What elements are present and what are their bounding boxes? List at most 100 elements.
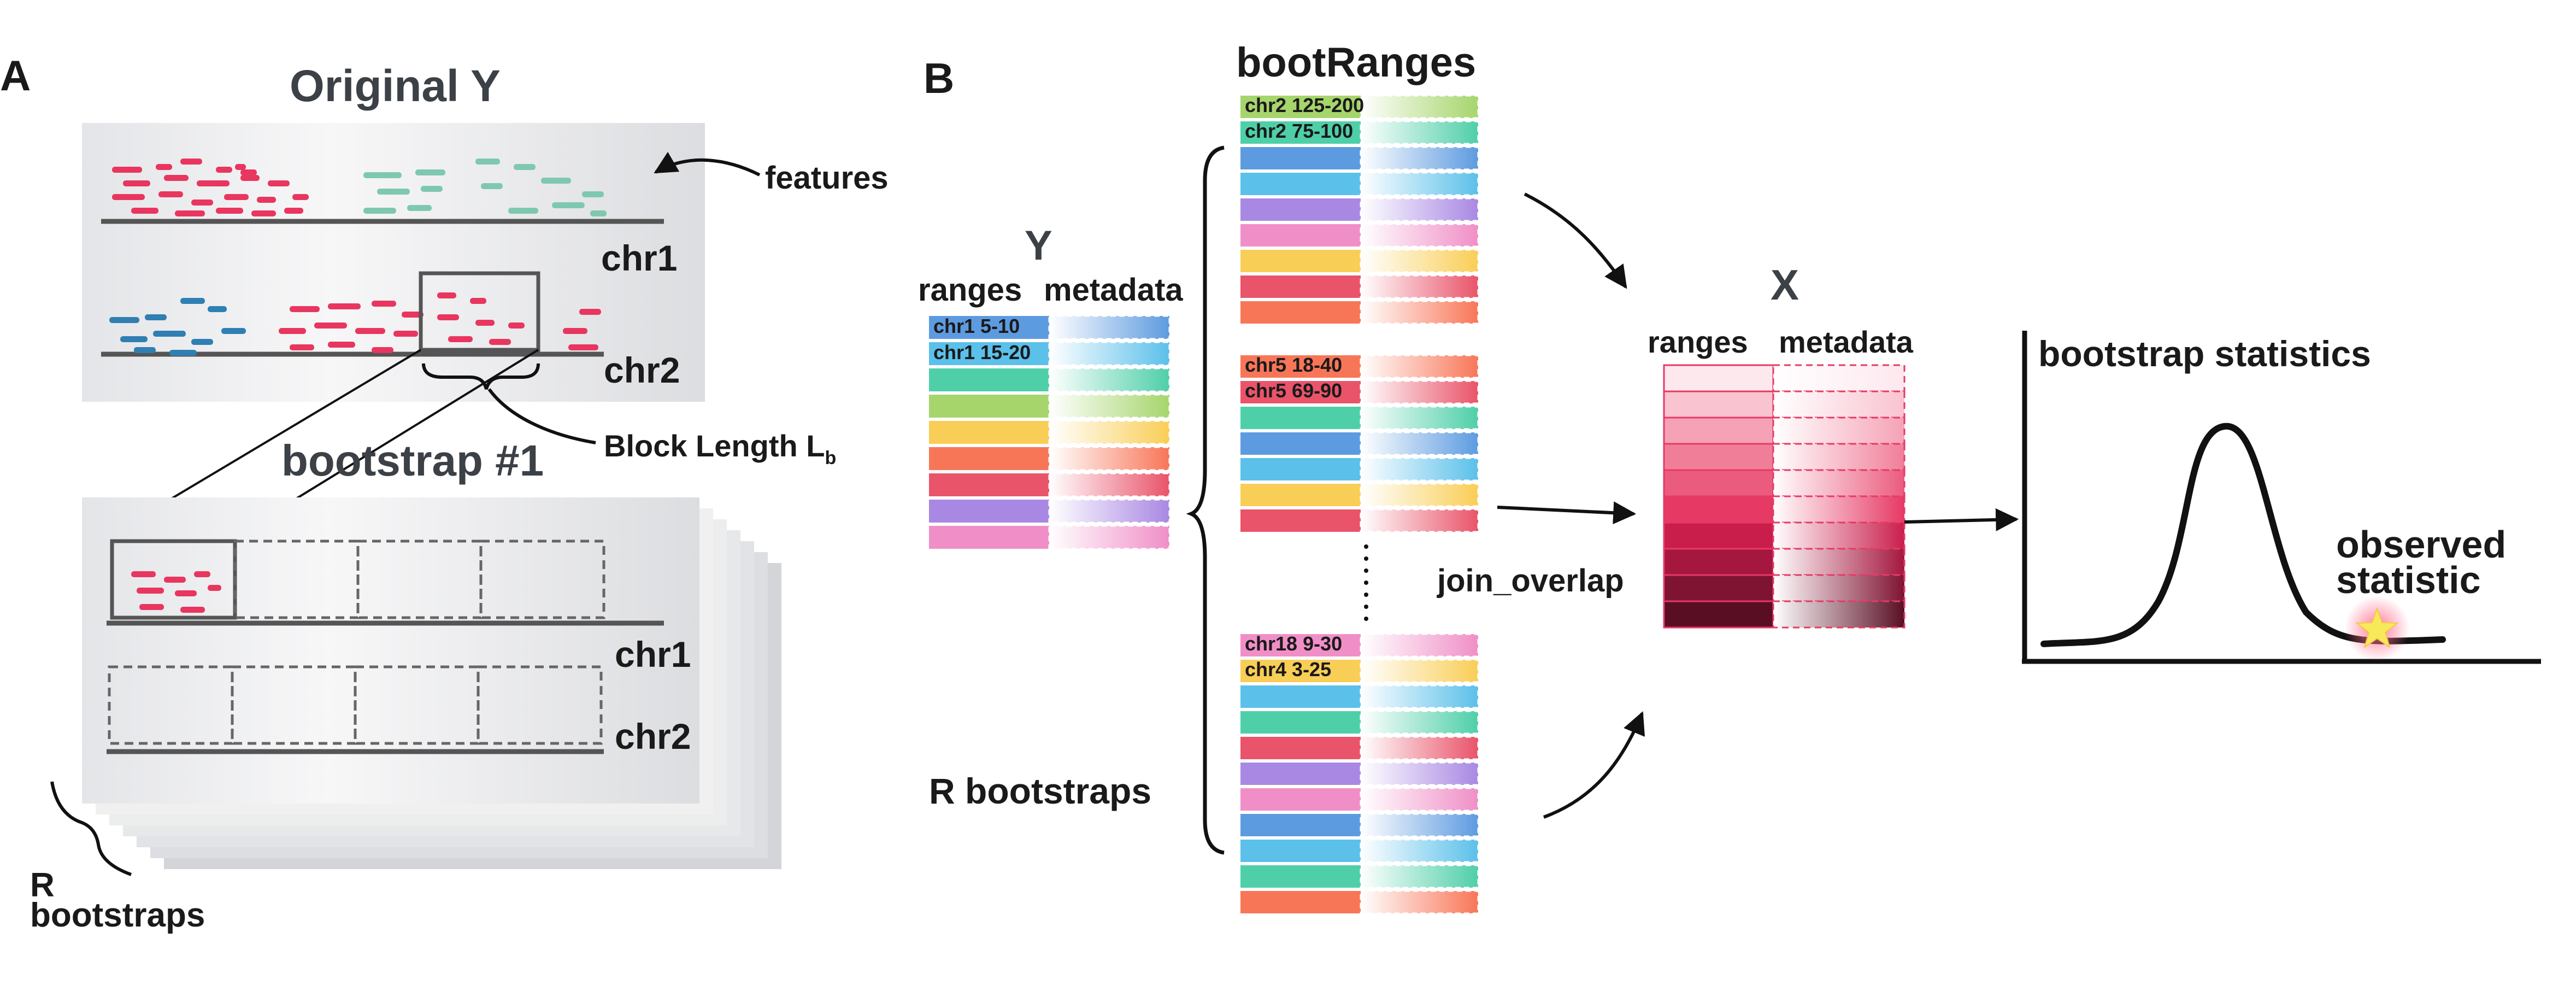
feature-dash	[579, 309, 601, 315]
metadata-cell	[1360, 736, 1479, 760]
range-cell	[1240, 711, 1361, 734]
feature-dash	[590, 210, 607, 216]
range-cell	[929, 342, 1049, 365]
range-cell	[1240, 121, 1361, 144]
range-cell	[1240, 814, 1361, 836]
feature-dash	[191, 339, 213, 345]
features-label: features	[765, 160, 889, 196]
x-metadata-cell	[1772, 390, 1905, 419]
feature-dash	[131, 571, 156, 577]
join-overlap-label: join_overlap	[1437, 563, 1624, 599]
block-length-pointer	[487, 388, 596, 444]
range-cell	[929, 368, 1049, 391]
feature-dash	[180, 159, 202, 165]
metadata-cell	[1048, 315, 1171, 340]
metadata-cell	[1360, 684, 1479, 709]
metadata-cell	[1360, 659, 1479, 683]
range-cell	[1240, 198, 1361, 221]
r-bootstraps-label-text: bootstraps	[30, 896, 205, 934]
empty-block	[479, 540, 605, 619]
feature-dash	[514, 164, 536, 170]
boot-feature-dashes	[131, 571, 221, 613]
x-range-cell	[1663, 417, 1774, 445]
features-arrow-icon	[654, 151, 761, 177]
bootstrap-1-label: bootstrap #1	[281, 436, 544, 485]
block-box	[419, 271, 540, 352]
feature-dash	[164, 175, 189, 181]
feature-dash	[180, 298, 205, 304]
metadata-cell	[1048, 525, 1171, 550]
feature-dash	[123, 180, 150, 186]
feature-dash	[328, 342, 355, 348]
x-table	[1663, 364, 1905, 629]
boot-chr2-label: chr2	[615, 716, 691, 757]
range-cell	[1240, 355, 1361, 378]
r-bootstraps-label-r: R	[30, 866, 55, 904]
x-range-cell	[1663, 600, 1774, 629]
feature-dash	[290, 344, 314, 350]
metadata-cell	[1360, 838, 1479, 863]
feature-dash	[175, 210, 205, 216]
metadata-cell	[1048, 341, 1171, 366]
feature-dash	[407, 205, 432, 211]
feature-dash	[251, 210, 276, 216]
feature-dash	[582, 191, 604, 197]
feature-dash	[508, 322, 525, 329]
feature-dash	[240, 175, 260, 181]
arrow-bottom-icon	[1543, 711, 1645, 819]
boot-empty-blocks	[108, 540, 605, 745]
feature-dash	[158, 191, 183, 197]
feature-dash	[475, 320, 495, 326]
feature-dash	[139, 604, 164, 610]
range-cell	[929, 316, 1049, 339]
observed-label-line1: observed	[2336, 523, 2506, 566]
panel-a: A Original Y chr1 chr2 features Block Le…	[0, 51, 889, 934]
feature-dash	[191, 200, 213, 206]
feature-dash	[112, 167, 142, 173]
metadata-cell	[1360, 354, 1479, 379]
feature-dash	[448, 336, 473, 342]
x-metadata-cell	[1772, 364, 1905, 392]
x-range-cell	[1663, 548, 1774, 576]
x-metadata-header: metadata	[1779, 325, 1914, 359]
observed-label-line2: statistic	[2336, 559, 2481, 601]
range-cell	[929, 421, 1049, 444]
feature-dash	[164, 577, 186, 583]
feature-dash	[268, 180, 290, 186]
feature-dash	[156, 164, 172, 170]
feature-dash	[112, 194, 145, 200]
metadata-cell	[1048, 420, 1171, 445]
feature-dash	[240, 169, 257, 175]
metadata-cell	[1360, 380, 1479, 404]
feature-dash	[372, 301, 396, 307]
metadata-cell	[1360, 146, 1479, 171]
chr2-label: chr2	[604, 350, 680, 390]
range-cell	[1240, 381, 1361, 403]
range-label: chr5 69-90	[1245, 379, 1342, 402]
x-table-title: X	[1771, 261, 1799, 309]
range-cell	[1240, 484, 1361, 506]
range-cell	[1240, 660, 1361, 682]
x-metadata-cell	[1772, 417, 1905, 445]
stats-density-curve	[2040, 423, 2446, 647]
panel-b-letter: B	[924, 54, 954, 102]
metadata-cell	[1360, 172, 1479, 196]
metadata-cell	[1360, 710, 1479, 735]
metadata-cell	[1360, 864, 1479, 889]
metadata-cell	[1360, 813, 1479, 837]
feature-dash	[377, 189, 410, 195]
original-y-title: Original Y	[290, 61, 501, 111]
range-cell	[929, 473, 1049, 496]
range-label: chr1 15-20	[933, 341, 1031, 363]
range-label: chr18 9-30	[1245, 632, 1342, 655]
stats-title: bootstrap statistics	[2038, 333, 2371, 374]
feature-dash	[180, 607, 205, 613]
r-bootstraps-label: R bootstraps	[929, 771, 1151, 811]
feature-dash	[279, 328, 306, 334]
feature-dash	[437, 292, 456, 298]
metadata-cell	[1360, 300, 1479, 325]
x-range-cell	[1663, 364, 1774, 392]
